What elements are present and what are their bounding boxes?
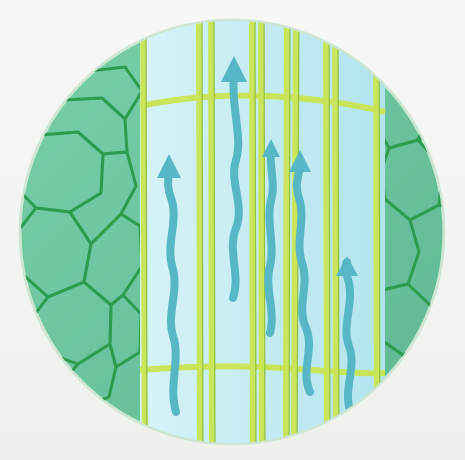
flow-arrow-5 <box>346 262 352 410</box>
flow-arrow-2 <box>233 72 239 298</box>
flow-arrow-3 <box>268 149 273 333</box>
